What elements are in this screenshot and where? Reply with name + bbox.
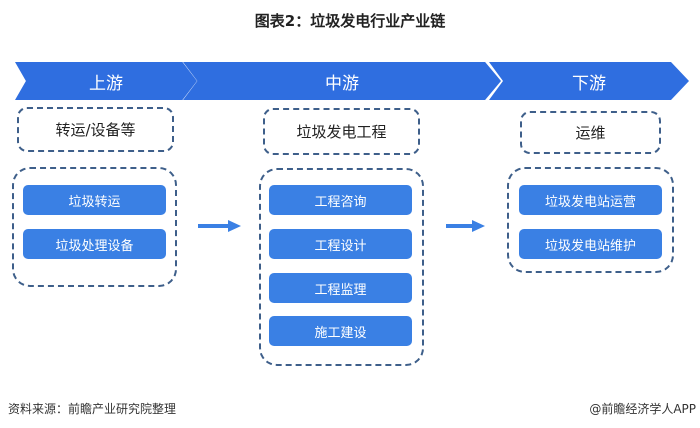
midstream-item: 施工建设	[269, 316, 412, 346]
downstream-label: 运维	[520, 111, 661, 154]
source-note: 资料来源：前瞻产业研究院整理	[8, 402, 177, 416]
right-arrow-icon	[198, 220, 241, 232]
stage-banner-midstream: 中游	[183, 62, 501, 100]
upstream-group	[12, 167, 177, 287]
credit-note: @前瞻经济学人APP	[589, 402, 696, 416]
midstream-label: 垃圾发电工程	[263, 108, 420, 155]
midstream-item: 工程监理	[269, 273, 412, 303]
right-arrow-icon	[446, 220, 485, 232]
midstream-group	[259, 168, 424, 366]
stage-banner-downstream: 下游	[489, 62, 689, 100]
downstream-item: 垃圾发电站维护	[519, 229, 662, 259]
upstream-item: 垃圾处理设备	[23, 229, 166, 259]
midstream-item: 工程设计	[269, 229, 412, 259]
downstream-item: 垃圾发电站运营	[519, 185, 662, 215]
upstream-label: 转运/设备等	[17, 107, 174, 152]
stage-banner-upstream: 上游	[15, 62, 197, 100]
upstream-item: 垃圾转运	[23, 185, 166, 215]
chart-title: 图表2：垃圾发电行业产业链	[254, 12, 446, 30]
downstream-group	[507, 167, 674, 273]
midstream-item: 工程咨询	[269, 185, 412, 215]
